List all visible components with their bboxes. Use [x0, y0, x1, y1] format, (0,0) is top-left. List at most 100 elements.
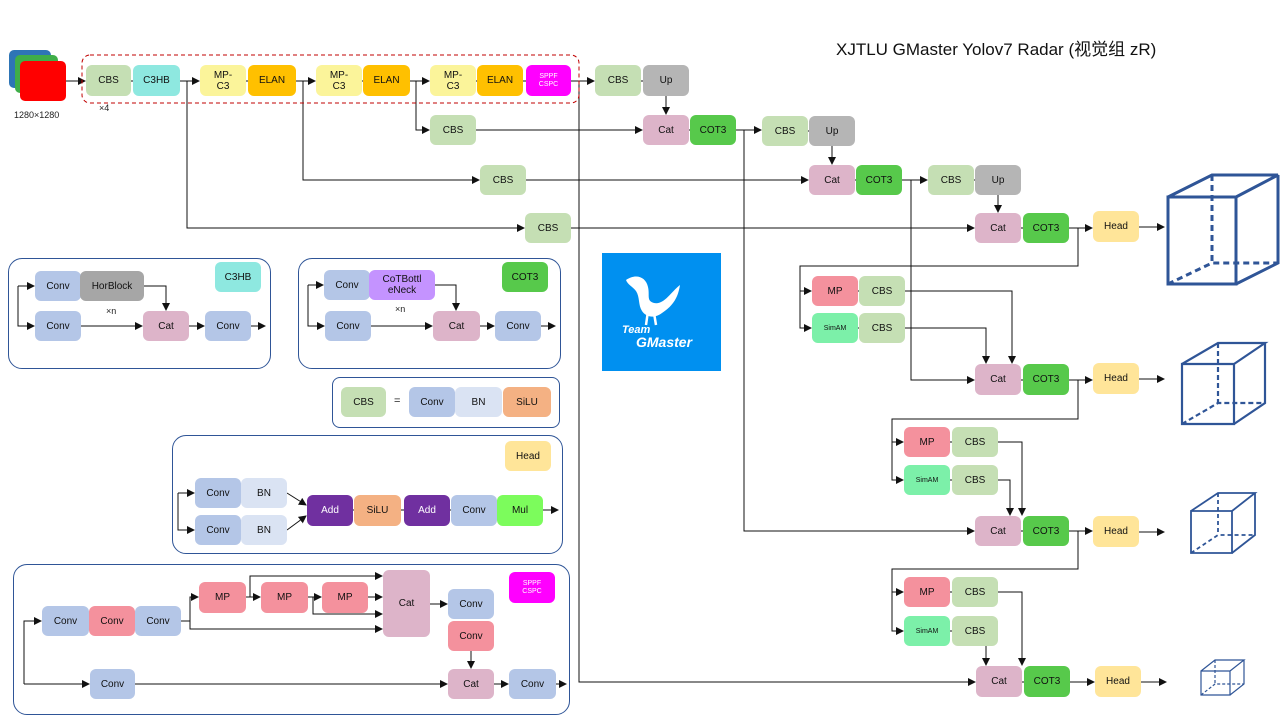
c3hb-conv-box-2: Conv — [35, 311, 81, 341]
cbs-def-equals: = — [394, 395, 401, 407]
wire-50 — [891, 592, 904, 635]
head-box-3: Head — [1093, 516, 1139, 547]
lateral-cbs-box-3: CBS — [525, 213, 571, 243]
head-conv-box-2: Conv — [195, 515, 241, 545]
wire-30 — [799, 291, 812, 332]
cube-small-icon — [1190, 492, 1258, 554]
pan-mp-box-2: MP — [904, 427, 950, 457]
neck-cot3-box-1: COT3 — [690, 115, 736, 145]
cbs-def-bn-box: BN — [455, 387, 502, 417]
wire-61 — [144, 285, 170, 311]
wire-53 — [998, 591, 1026, 666]
backbone-c3hb-box: C3HB — [133, 65, 180, 96]
head-box-1: Head — [1093, 211, 1139, 242]
cube-medium-icon — [1180, 341, 1269, 426]
neck-cat-box-2: Cat — [809, 165, 855, 195]
diagram-title: XJTLU GMaster Yolov7 Radar (视觉组 zR) — [836, 40, 1157, 59]
repeat-x4-label: ×4 — [99, 103, 110, 113]
lateral-cbs-box-2: CBS — [480, 165, 526, 195]
c3hb-conv-box-3: Conv — [205, 311, 251, 341]
pan-cat-box-3: Cat — [976, 666, 1022, 697]
bird-logo-icon — [626, 276, 680, 326]
wire-88 — [312, 597, 383, 618]
wire-86 — [249, 572, 383, 597]
sppf-conv-box-7: Conv — [509, 669, 556, 699]
sppf-conv-box-4: Conv — [448, 589, 494, 619]
sppfcspc-detail-panel — [13, 564, 570, 715]
sppf-conv-box-5: Conv — [448, 621, 494, 651]
pan-cbs-box-3a: CBS — [952, 577, 998, 607]
head-box-4: Head — [1095, 666, 1141, 697]
sppf-mp-box-2: MP — [261, 582, 308, 613]
backbone-sppfcspc-box: SPPF CSPC — [526, 65, 571, 96]
pan-simam-box-3: SimAM — [904, 616, 950, 646]
cbs-def-cbs-box: CBS — [341, 387, 386, 417]
cot3-conv-box-3: Conv — [495, 311, 541, 341]
wire-83 — [181, 593, 199, 622]
sppf-cat-box-small: Cat — [448, 669, 494, 699]
pan-cbs-box-1b: CBS — [859, 313, 905, 343]
pan-cbs-box-2a: CBS — [952, 427, 998, 457]
backbone-mpc3-box-2: MP- C3 — [316, 65, 362, 96]
c3hb-detail-panel — [8, 258, 271, 369]
wire-40 — [891, 442, 904, 484]
c3hb-repeat-label: ×n — [106, 306, 117, 316]
wire-45 — [743, 130, 975, 535]
wire-39 — [891, 380, 1079, 446]
wire-44 — [998, 479, 1014, 516]
head-bn-box-1: BN — [241, 478, 287, 508]
sppfcspc-legend-badge: SPPF CSPC — [509, 572, 555, 603]
head-silu-box: SiLU — [354, 495, 401, 526]
wire-74 — [286, 515, 307, 531]
pan-mp-box-3: MP — [904, 577, 950, 607]
c3hb-legend-badge: C3HB — [215, 262, 261, 292]
c3hb-cat-box: Cat — [143, 311, 189, 341]
cot3-legend-badge: COT3 — [502, 262, 548, 292]
wire-66 — [307, 285, 325, 330]
head-legend-badge: Head — [505, 441, 551, 471]
pan-simam-box-1: SimAM — [812, 313, 858, 343]
backbone-elan-box-1: ELAN — [248, 65, 296, 96]
neck-cat-box-1: Cat — [643, 115, 689, 145]
head-box-2: Head — [1093, 363, 1139, 394]
cbs-def-conv-box: Conv — [409, 387, 455, 417]
neck-cbs-box-1: CBS — [595, 65, 641, 96]
pan-cat-box-1: Cat — [975, 364, 1021, 395]
wire-15 — [302, 81, 480, 184]
cbs-definition-panel — [332, 377, 560, 428]
neck-cot3-box-2: COT3 — [856, 165, 902, 195]
neck-cbs-box-2: CBS — [762, 116, 808, 146]
sppf-conv-box-1: Conv — [42, 606, 89, 636]
head-detail-panel — [172, 435, 563, 554]
cot3-cat-box: Cat — [433, 311, 480, 341]
head-bn-box-2: BN — [241, 515, 287, 545]
sppf-conv-box-2: Conv — [89, 606, 135, 636]
sppf-conv-box-6: Conv — [90, 669, 135, 699]
wire-29 — [799, 228, 1079, 295]
wire-49 — [891, 531, 1079, 596]
pan-cbs-box-2b: CBS — [952, 465, 998, 495]
wire-17 — [186, 81, 525, 232]
wire-34 — [905, 327, 990, 364]
wire-33 — [905, 290, 1016, 364]
sppf-mp-box-1: MP — [199, 582, 246, 613]
wire-80 — [23, 617, 42, 684]
lateral-cbs-box-1: CBS — [430, 115, 476, 145]
cot3-conv-box-2: Conv — [325, 311, 371, 341]
sppf-mp-box-3: MP — [322, 582, 368, 613]
pan-cat-box-2: Cat — [975, 516, 1021, 546]
pan-cbs-box-3b: CBS — [952, 616, 998, 646]
pan-cot3-box-2: COT3 — [1023, 516, 1069, 546]
team-gmaster-logo: Team GMaster — [602, 253, 721, 371]
backbone-elan-box-3: ELAN — [477, 65, 523, 96]
head-conv-box-3: Conv — [451, 495, 497, 526]
pan-mp-box-1: MP — [812, 276, 858, 306]
wire-55 — [578, 81, 976, 686]
pan-cot3-box-1: COT3 — [1023, 364, 1069, 395]
cot3-cotbottleneck-box: CoTBottl eNeck — [369, 270, 435, 300]
neck-up-box-2: Up — [809, 116, 855, 146]
cube-tiny-icon — [1200, 659, 1246, 696]
wire-60 — [17, 286, 35, 330]
input-size-label: 1280×1280 — [14, 110, 60, 120]
